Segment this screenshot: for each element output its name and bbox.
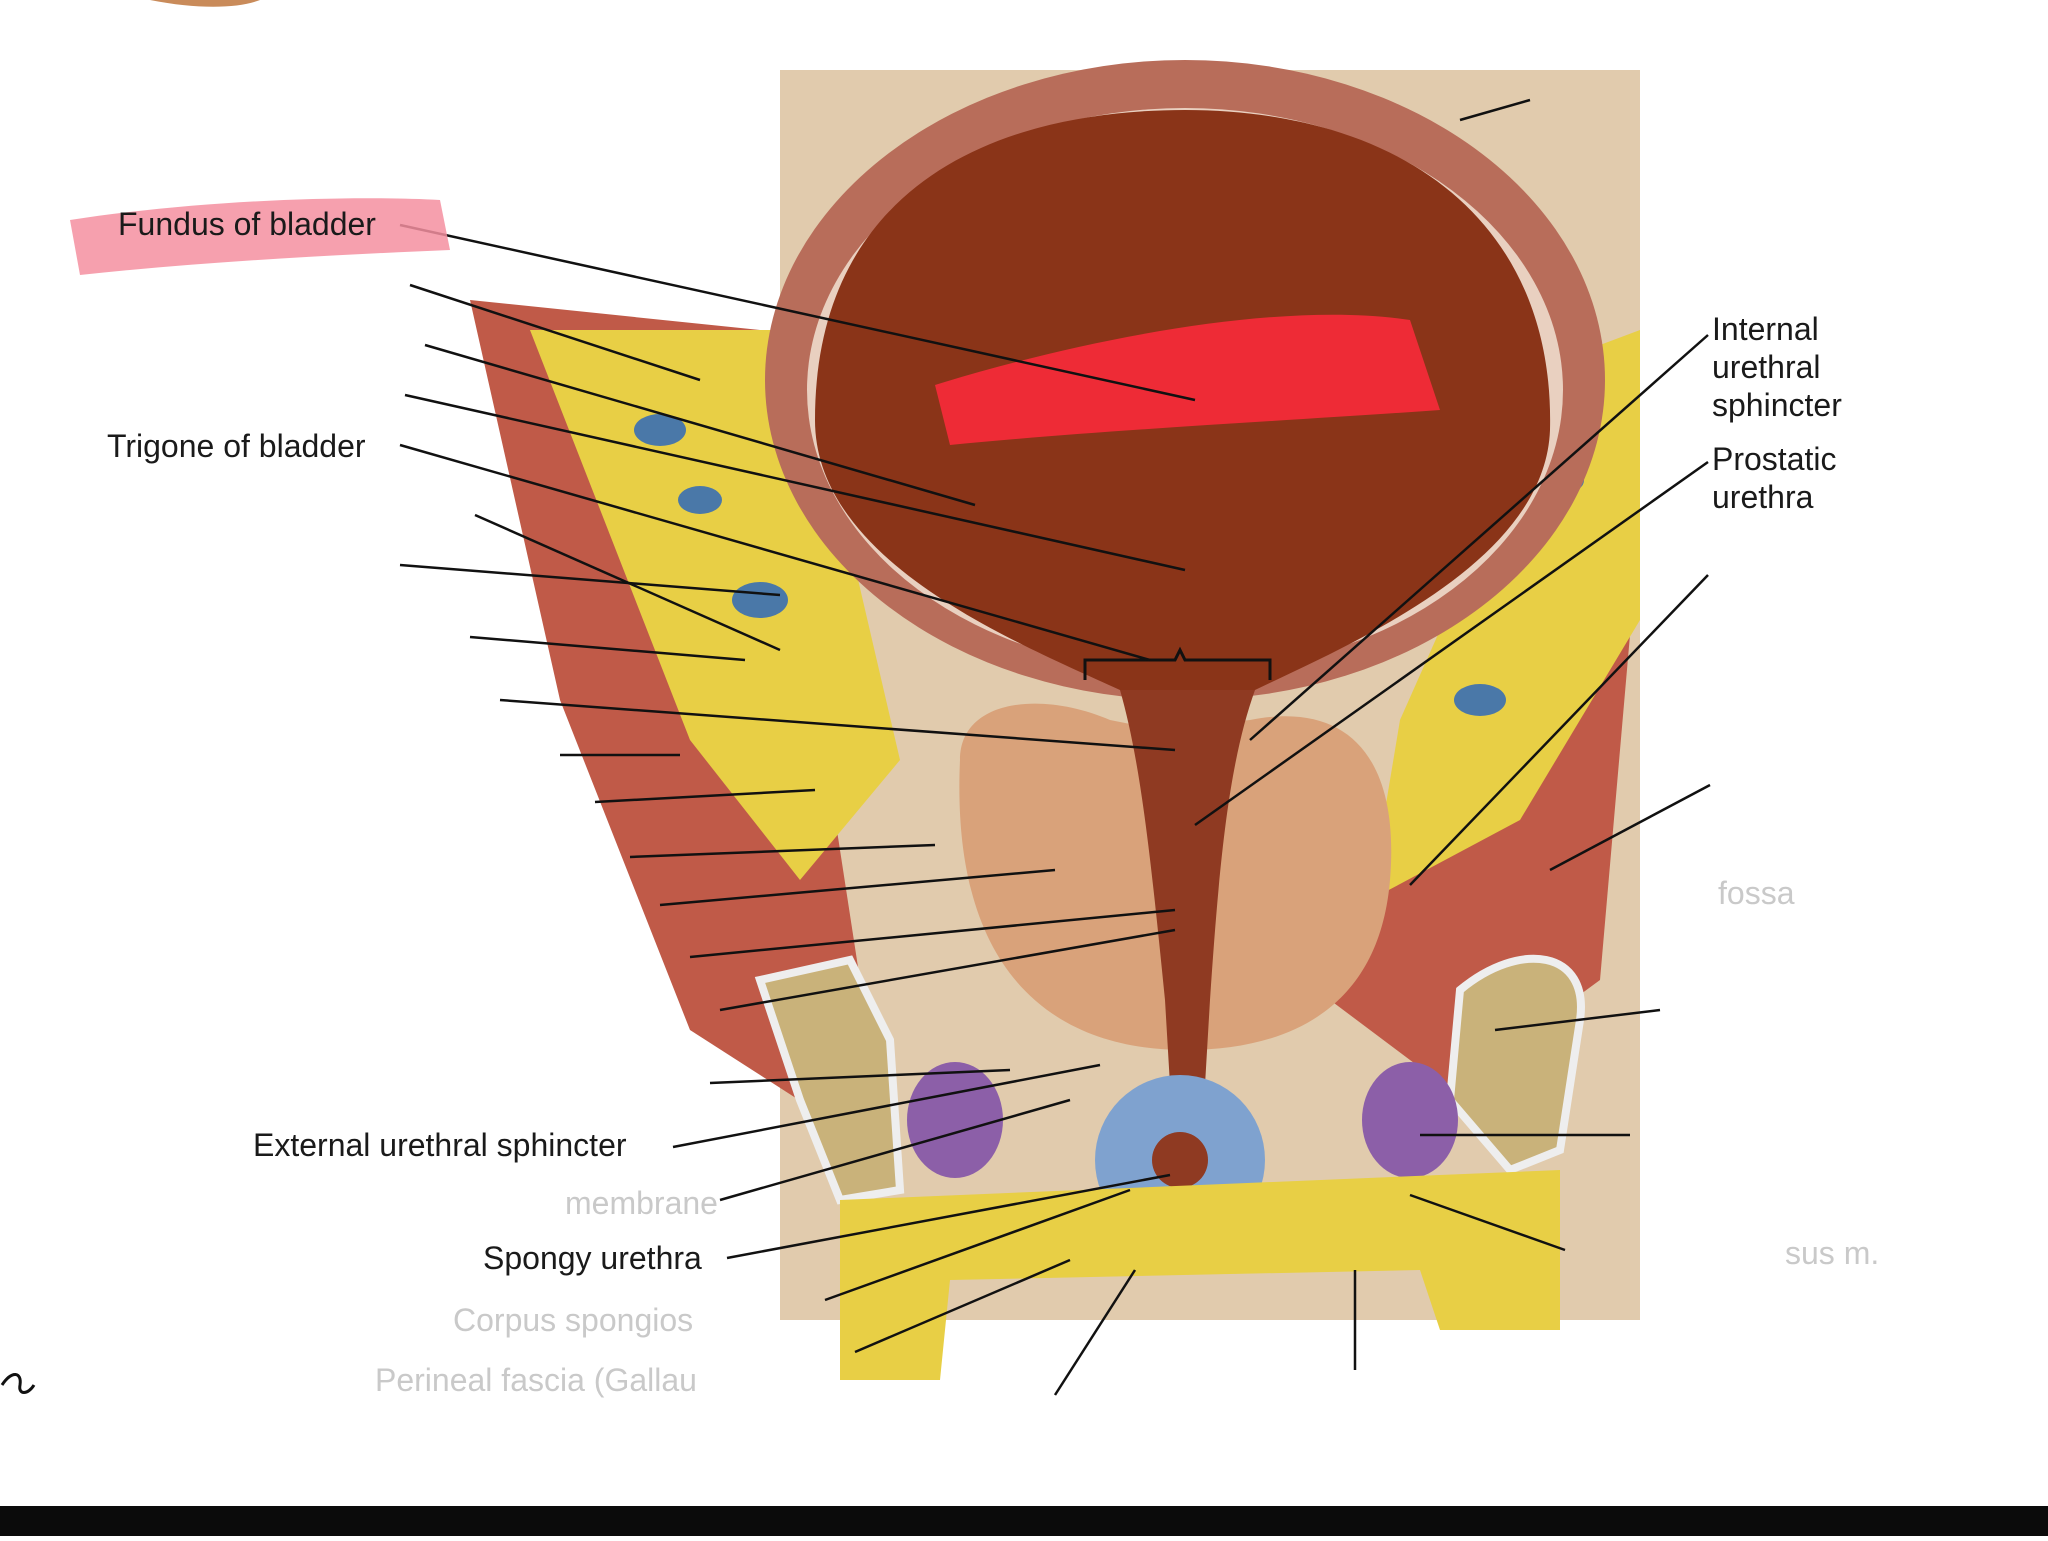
leader-unlabeled-24 bbox=[1409, 1193, 1566, 1252]
label-spongy-urethra: Spongy urethra bbox=[483, 1240, 702, 1276]
label-trigone: Trigone of bladder bbox=[107, 428, 366, 464]
pubic-bone-right bbox=[1445, 954, 1585, 1175]
leader-unlabeled-18 bbox=[1053, 1269, 1137, 1396]
leader-unlabeled-13 bbox=[719, 928, 1176, 1012]
leader-unlabeled-7 bbox=[499, 698, 1176, 752]
crus-right bbox=[1362, 1062, 1458, 1178]
spongy-urethra-lumen bbox=[1152, 1132, 1208, 1188]
leader-unlabeled-14 bbox=[709, 1068, 1011, 1085]
leader-internal-sphincter bbox=[1249, 334, 1709, 741]
bottom-bar bbox=[0, 1506, 2048, 1536]
corner-blob bbox=[150, 0, 260, 7]
leader-unlabeled-21 bbox=[1549, 783, 1711, 872]
leader-lines bbox=[399, 98, 1711, 1396]
vein-cluster-3 bbox=[732, 582, 788, 618]
trigone-brace bbox=[1083, 646, 1272, 680]
leader-unlabeled-9 bbox=[594, 788, 816, 804]
leader-unlabeled-5 bbox=[399, 563, 781, 597]
leader-unlabeled-1 bbox=[409, 283, 701, 382]
leader-top-right bbox=[1459, 98, 1531, 122]
faded-label-perineal-fascia: Perineal fascia (Gallau bbox=[375, 1362, 697, 1398]
pubic-bone-left bbox=[754, 955, 905, 1205]
signature-icon bbox=[0, 1373, 36, 1394]
leader-unlabeled-12 bbox=[689, 908, 1176, 959]
leader-unlabeled-10 bbox=[629, 843, 936, 859]
vein-cluster-5 bbox=[1454, 684, 1506, 716]
leader-unlabeled-15 bbox=[719, 1098, 1071, 1202]
leader-spongy-urethra bbox=[726, 1173, 1171, 1260]
leader-unlabeled-17 bbox=[854, 1258, 1071, 1354]
label-external-urethral-sphincter: External urethral sphincter bbox=[253, 1127, 627, 1163]
label-internal-urethral-sphincter: Internal urethral sphincter bbox=[1712, 311, 1842, 423]
leader-unlabeled-16 bbox=[824, 1188, 1131, 1302]
faded-label-membrane: membrane bbox=[565, 1185, 718, 1221]
leader-unlabeled-3 bbox=[404, 393, 1186, 572]
perineal-fat bbox=[840, 1170, 1560, 1380]
crus-left bbox=[907, 1062, 1003, 1178]
leader-external-sphincter bbox=[672, 1063, 1101, 1149]
faded-label-fossa: fossa bbox=[1718, 875, 1795, 911]
vein-cluster-2 bbox=[678, 486, 722, 514]
faded-label-sus-m: sus m. bbox=[1785, 1235, 1880, 1271]
leader-unlabeled-20 bbox=[1409, 574, 1709, 886]
leader-unlabeled-22 bbox=[1494, 1008, 1661, 1032]
label-fundus: Fundus of bladder bbox=[118, 206, 376, 242]
fundus-label-highlight bbox=[70, 198, 450, 275]
leader-unlabeled-6 bbox=[469, 635, 746, 662]
leader-trigone bbox=[399, 443, 1151, 662]
urethra bbox=[1120, 690, 1255, 1170]
faded-label-corpus-spongiosum: Corpus spongios bbox=[453, 1302, 694, 1338]
fundus-highlight bbox=[935, 314, 1440, 445]
leader-unlabeled-2 bbox=[424, 343, 976, 507]
leader-prostatic-urethra bbox=[1194, 460, 1709, 827]
label-prostatic-urethra: Prostatic urethra bbox=[1712, 441, 1837, 515]
leader-unlabeled-11 bbox=[659, 868, 1056, 907]
vein-cluster-1 bbox=[634, 414, 686, 446]
leader-fundus bbox=[399, 223, 1196, 402]
